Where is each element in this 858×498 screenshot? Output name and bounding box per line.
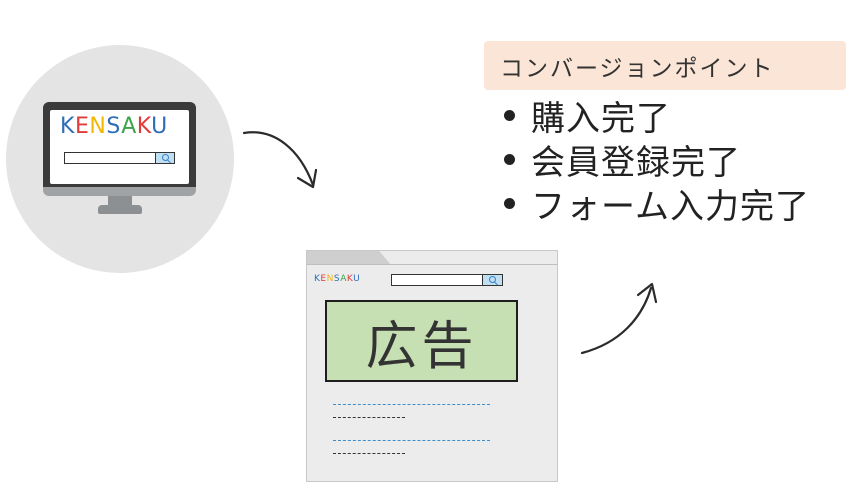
logo-letter: K xyxy=(346,274,354,284)
logo-letter: E xyxy=(320,274,327,284)
link-line xyxy=(333,404,490,405)
list-item: フォーム入力完了 xyxy=(498,181,810,227)
logo-letter: A xyxy=(121,114,137,139)
list-item: 会員登録完了 xyxy=(498,137,810,183)
monitor-search-button xyxy=(155,152,175,164)
conversion-point-title: コンバージョンポイント xyxy=(500,55,775,82)
ad-label: 広告 xyxy=(365,316,478,377)
ad-banner: 広告 xyxy=(325,300,518,382)
conversion-point-header: コンバージョンポイント xyxy=(484,41,846,90)
logo-letter: U xyxy=(353,274,361,284)
browser-toolbar-divider xyxy=(307,264,557,265)
logo-letter: K xyxy=(136,114,152,139)
text-line xyxy=(333,417,405,418)
conversion-item-label: 会員登録完了 xyxy=(531,142,741,183)
monitor-stand-foot xyxy=(98,205,142,214)
monitor-chin xyxy=(43,187,196,196)
logo-letter: S xyxy=(106,114,122,139)
logo-letter: K xyxy=(314,274,321,284)
conversion-point-list: 購入完了 会員登録完了 フォーム入力完了 xyxy=(498,93,810,227)
arrow-head-icon xyxy=(636,282,658,304)
text-line xyxy=(333,453,405,454)
arrow-icon xyxy=(242,131,315,187)
logo-letter: U xyxy=(151,114,168,139)
list-item: 購入完了 xyxy=(498,93,810,139)
link-line xyxy=(333,440,490,441)
logo-letter: E xyxy=(74,114,90,139)
monitor-search-logo: KENSAKU xyxy=(60,114,168,139)
monitor-stand-neck xyxy=(108,196,132,206)
browser-tab xyxy=(307,251,391,265)
logo-letter: A xyxy=(340,274,347,284)
logo-letter: N xyxy=(326,274,334,284)
bullet-icon xyxy=(504,153,515,165)
browser-search-button xyxy=(482,274,503,286)
bullet-icon xyxy=(504,109,515,121)
arrow-icon xyxy=(580,286,653,355)
arrow-head-icon xyxy=(296,168,318,189)
logo-letter: S xyxy=(333,274,341,284)
browser-search-logo: KENSAKU xyxy=(314,274,360,284)
logo-letter: N xyxy=(89,114,107,139)
bullet-icon xyxy=(504,197,515,209)
conversion-item-label: 購入完了 xyxy=(531,98,671,139)
logo-letter: K xyxy=(60,114,75,139)
monitor-screen xyxy=(50,110,189,184)
conversion-item-label: フォーム入力完了 xyxy=(531,186,810,227)
